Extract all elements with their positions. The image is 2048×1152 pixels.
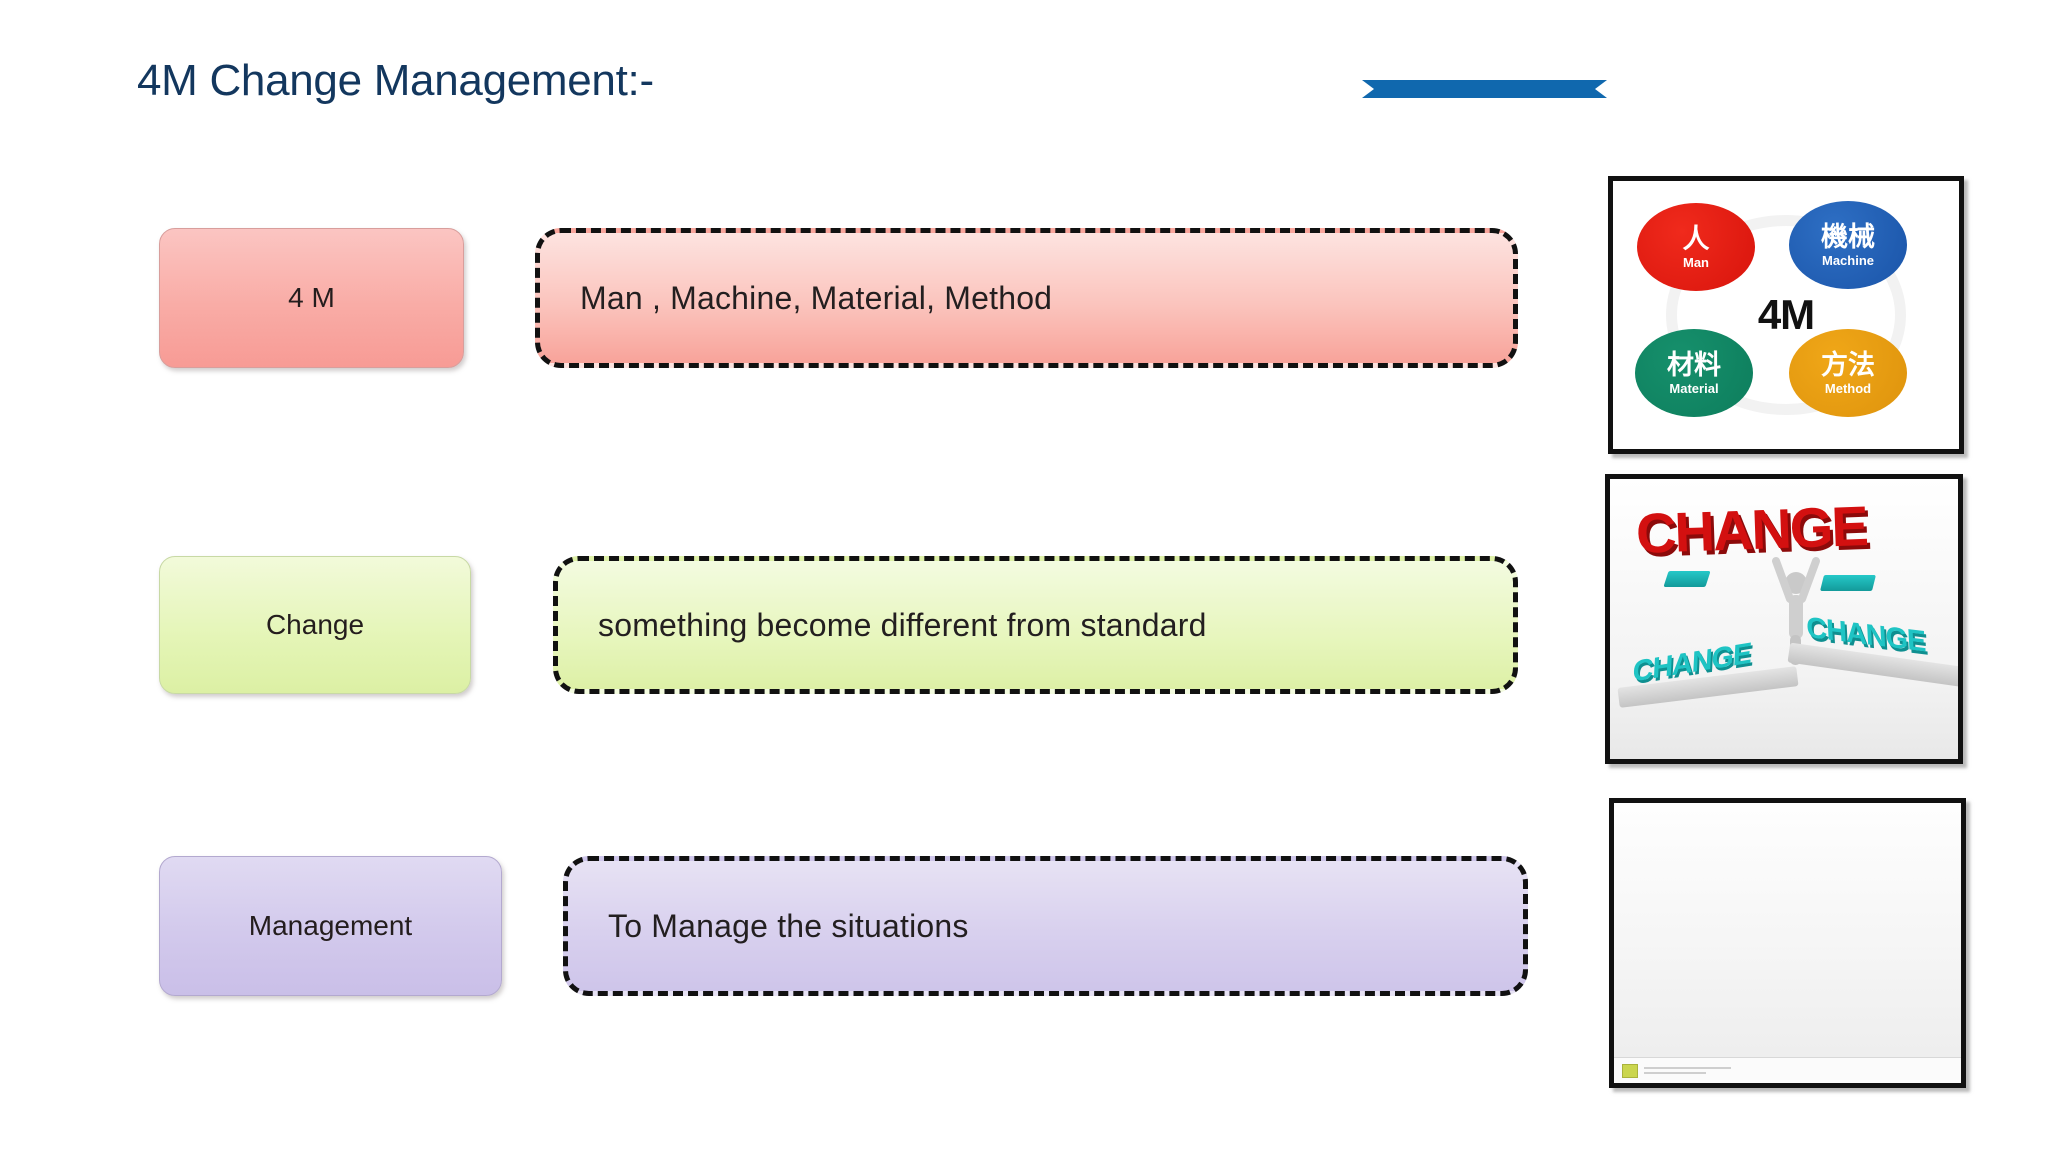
label-text: Management — [248, 910, 413, 941]
diagram-center-label: 4M — [1757, 291, 1815, 338]
label-text: Change — [265, 609, 365, 640]
page-title: 4M Change Management:- — [137, 56, 654, 105]
caption-thumbnail-icon — [1622, 1063, 1638, 1078]
description-box-four-m[interactable]: Man , Machine, Material, Method — [535, 228, 1518, 368]
teal-block-left — [1663, 571, 1711, 587]
bubble-label: Material — [1669, 380, 1719, 396]
bubble-kanji: 人 — [1682, 223, 1710, 254]
bubble-kanji: 方法 — [1821, 349, 1875, 380]
teal-block-right — [1820, 575, 1876, 591]
image-frame-four-m: 人 Man 機械 Machine 材料 Material 方法 Method 4… — [1608, 176, 1964, 454]
description-box-change[interactable]: something become different from standard — [553, 556, 1518, 694]
four-m-diagram-icon: 人 Man 機械 Machine 材料 Material 方法 Method 4… — [1613, 181, 1959, 449]
illustration-background — [1614, 803, 1961, 1083]
label-box-management[interactable]: Management — [159, 856, 502, 996]
bubble-machine: 機械 Machine — [1789, 201, 1907, 289]
bubble-label: Method — [1824, 380, 1872, 396]
bubble-label: Man — [1683, 254, 1709, 270]
row-change: Change something become different from s… — [0, 556, 2048, 694]
row-four-m: 4 M Man , Machine, Material, Method — [0, 228, 2048, 368]
bubble-kanji: 機械 — [1821, 221, 1875, 252]
illustration-background — [1610, 479, 1958, 759]
bubble-kanji: 材料 — [1667, 349, 1721, 380]
image-frame-change: CHANGE CHANGE CHANGE — [1605, 474, 1963, 764]
meeting-illustration-icon — [1614, 803, 1961, 1083]
row-management: Management To Manage the situations — [0, 856, 2048, 996]
diagram-ring — [1666, 215, 1906, 415]
description-text: Man , Machine, Material, Method — [580, 279, 1053, 316]
change-illustration-icon: CHANGE CHANGE CHANGE — [1610, 479, 1958, 759]
bubble-man: 人 Man — [1637, 203, 1755, 291]
label-box-change[interactable]: Change — [159, 556, 471, 694]
caption-placeholder-lines — [1644, 1067, 1953, 1074]
image-frame-meeting — [1609, 798, 1966, 1088]
change-headline: CHANGE — [1634, 493, 1868, 566]
label-box-four-m[interactable]: 4 M — [159, 228, 464, 368]
ribbon-divider-icon — [1362, 80, 1607, 98]
bubble-label: Machine — [1821, 252, 1874, 268]
image-caption-bar — [1614, 1057, 1961, 1083]
bubble-method: 方法 Method — [1789, 329, 1907, 417]
description-text: To Manage the situations — [608, 907, 969, 944]
bubble-material: 材料 Material — [1635, 329, 1753, 417]
description-box-management[interactable]: To Manage the situations — [563, 856, 1528, 996]
description-text: something become different from standard — [598, 606, 1207, 643]
label-text: 4 M — [288, 282, 335, 313]
